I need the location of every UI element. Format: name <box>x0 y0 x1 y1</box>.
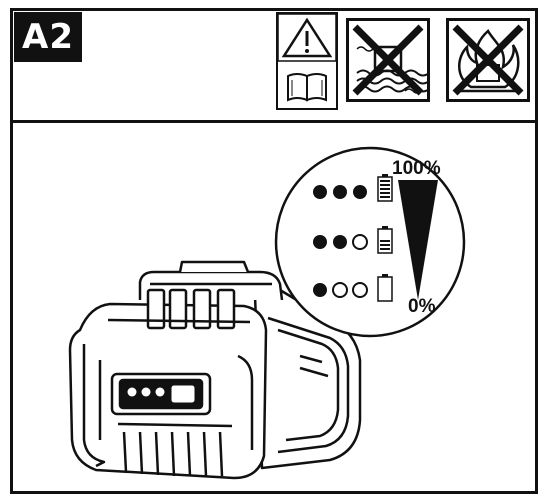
charge-level-low <box>313 274 393 302</box>
dot-filled <box>313 283 327 297</box>
charge-level-full <box>313 174 393 202</box>
dot-filled <box>313 235 327 249</box>
charge-min-label: 0% <box>408 296 436 317</box>
panel-indicator-dots <box>127 387 165 397</box>
dot-filled <box>333 185 347 199</box>
panel-dot-3 <box>155 387 165 397</box>
dot-filled <box>353 185 367 199</box>
section-badge: A2 <box>14 12 82 62</box>
dot-filled <box>333 235 347 249</box>
no-fire-icon <box>446 18 530 102</box>
charge-level-medium <box>313 226 393 254</box>
no-water-icon <box>346 18 430 102</box>
dot-filled <box>313 185 327 199</box>
dot-empty <box>332 282 348 298</box>
warning-read-manual-icon <box>276 12 338 110</box>
figure-frame <box>10 8 538 494</box>
battery-full-icon <box>377 174 393 202</box>
charge-gauge-wedge <box>398 180 438 300</box>
header-divider <box>10 120 538 123</box>
panel-dot-2 <box>141 387 151 397</box>
battery-medium-icon <box>377 226 393 254</box>
charge-max-label: 100% <box>392 158 441 179</box>
battery-low-icon <box>377 274 393 302</box>
dot-empty <box>352 282 368 298</box>
panel-dot-1 <box>127 387 137 397</box>
dot-empty <box>352 234 368 250</box>
manual-book-icon <box>287 73 327 102</box>
battery-pack <box>68 260 362 480</box>
warning-icon <box>277 13 337 102</box>
